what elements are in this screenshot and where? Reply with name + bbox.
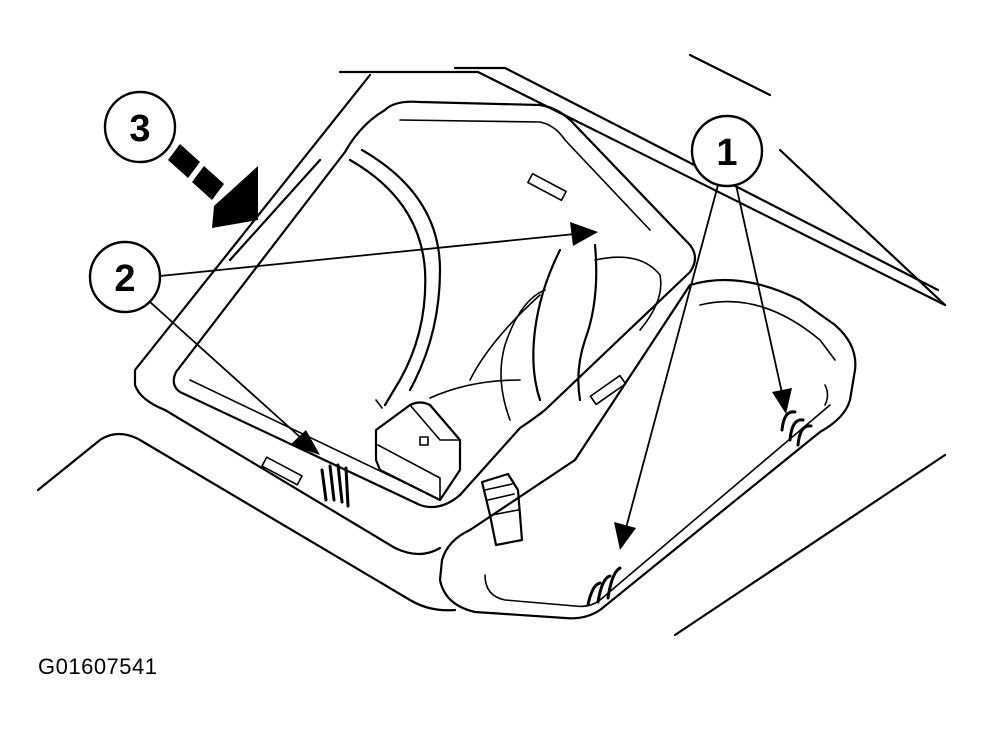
electrical-connector <box>374 399 462 502</box>
callout-1: 1 <box>690 114 764 188</box>
retaining-slot-right <box>589 374 627 406</box>
callout-2: 2 <box>88 240 162 314</box>
console-opening-left <box>172 100 697 509</box>
retaining-slot-top <box>527 172 567 202</box>
callout-2-label: 2 <box>114 258 135 300</box>
leader-lines <box>149 184 792 550</box>
headliner-trim-outline <box>36 53 947 637</box>
callout-3-label: 3 <box>129 108 150 150</box>
wiring-harness <box>348 148 662 421</box>
callout-3: 3 <box>103 90 177 164</box>
terminal-block <box>480 472 524 547</box>
clip-right-lower <box>586 566 622 607</box>
clip-left <box>320 463 350 508</box>
callout-1-label: 1 <box>716 132 737 174</box>
push-direction-arrow <box>168 144 258 228</box>
console-opening-right <box>438 278 857 620</box>
figure-id: G01607541 <box>38 654 158 679</box>
clip-right-upper <box>780 410 813 447</box>
retaining-slot-left <box>261 456 303 486</box>
